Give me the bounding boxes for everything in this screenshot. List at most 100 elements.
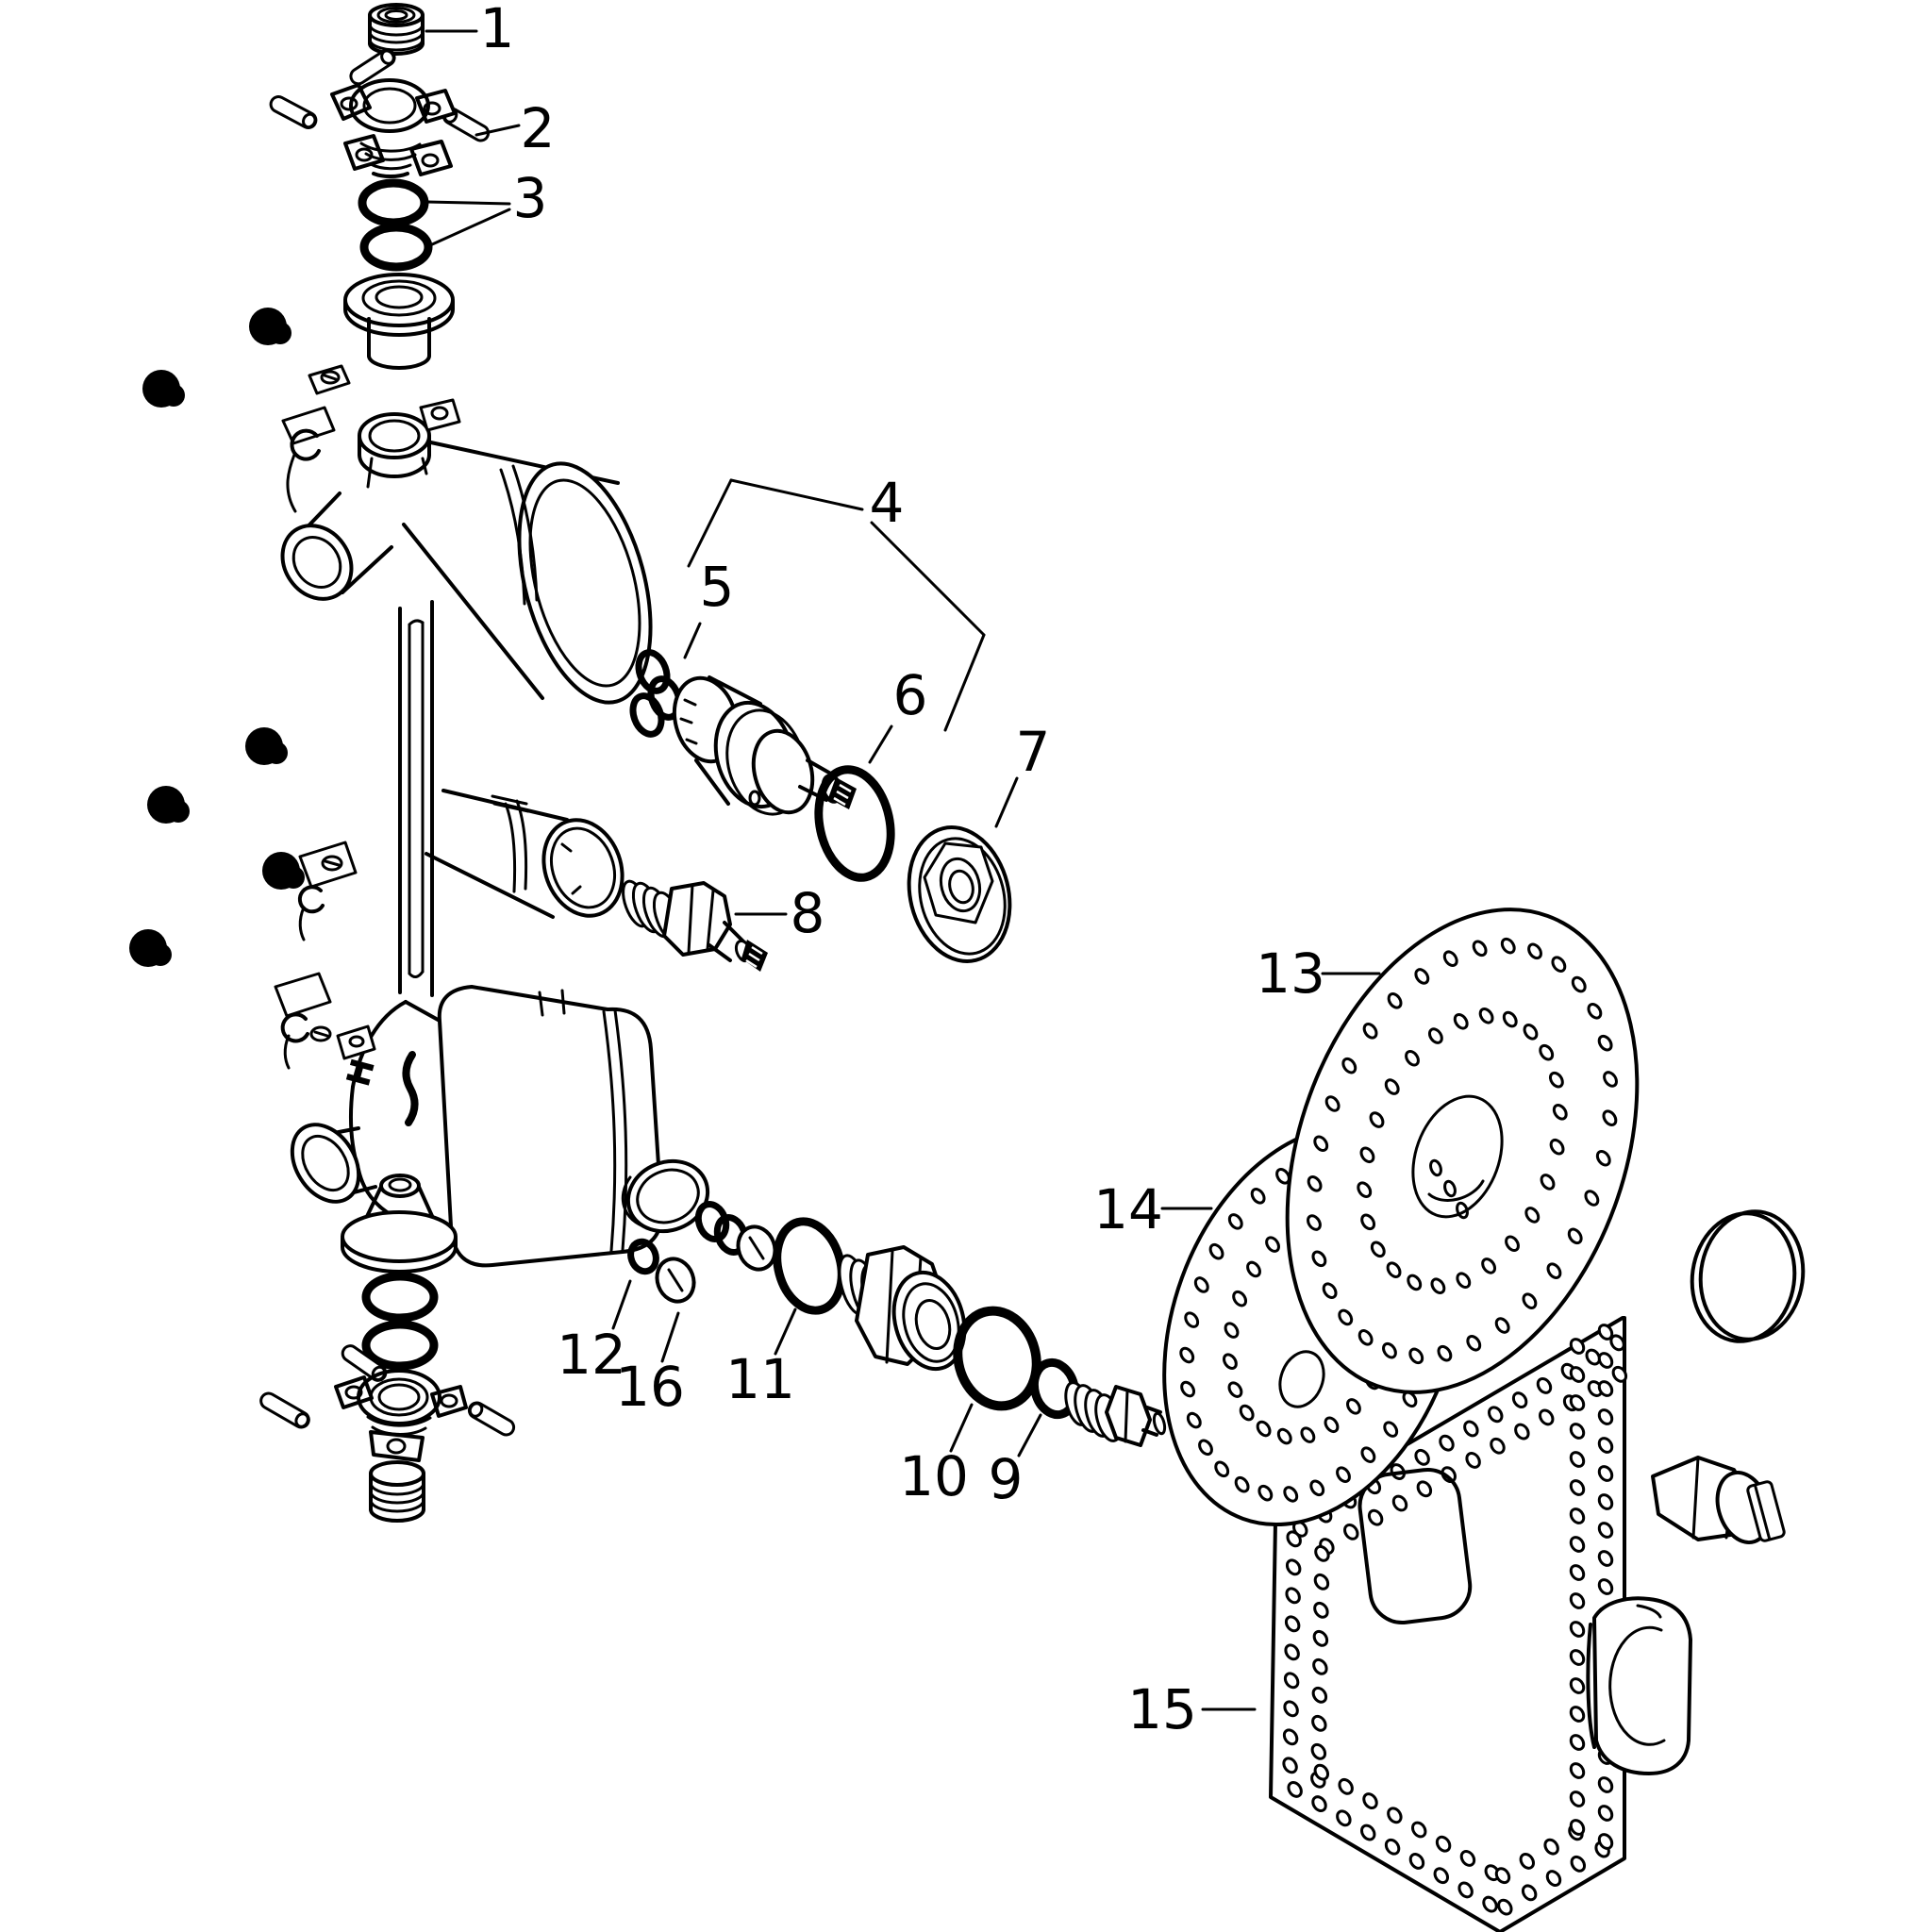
spray-hole-icon [1208, 1242, 1224, 1260]
plate-hole-icon [1569, 1507, 1586, 1524]
part-handle-knob [1651, 1456, 1786, 1545]
plate-hole-icon [1284, 1643, 1300, 1661]
plate-hole-icon [1384, 1838, 1401, 1856]
plate-hole-icon [1569, 1819, 1586, 1836]
leader-line-2 [475, 124, 521, 137]
spray-hole-icon [1571, 975, 1587, 993]
valve-body-lower: H [274, 972, 664, 1268]
hot-side-marking: H [340, 1055, 383, 1091]
spray-hole-icon [1502, 1010, 1518, 1028]
plate-hole-icon [1597, 1805, 1614, 1822]
spray-hole-icon [1336, 1466, 1351, 1483]
spray-hole-icon [1523, 1024, 1539, 1041]
plate-hole-icon [1521, 1884, 1538, 1902]
spray-hole-icon [1307, 1214, 1322, 1231]
plate-hole-icon [1312, 1629, 1329, 1647]
mounting-dot-icon [162, 384, 185, 407]
callout-label-10-o-ring-large: 10 [899, 1444, 969, 1508]
plate-hole-icon [1609, 1334, 1625, 1352]
leader-line-9 [1017, 1413, 1042, 1457]
outlet-chain [621, 1158, 1167, 1447]
spray-hole-icon [1549, 1138, 1565, 1156]
plate-hole-icon [1282, 1728, 1299, 1746]
spray-hole-icon [1500, 937, 1516, 955]
spray-hole-icon [1527, 942, 1542, 960]
plate-hole-icon [1391, 1494, 1408, 1512]
plate-hole-icon [1511, 1391, 1528, 1409]
spray-hole-icon [1453, 1012, 1469, 1030]
spray-hole-icon [1456, 1272, 1472, 1290]
part-spray-disc-front [1285, 908, 1640, 1394]
callout-label-5-o-ring-set: 5 [700, 555, 735, 619]
plate-hole-icon [1408, 1853, 1425, 1870]
spray-hole-icon [1552, 1104, 1568, 1121]
spray-hole-icon [1283, 1486, 1299, 1503]
slotted-plug-icon [736, 1224, 777, 1272]
spray-hole-icon [1346, 1398, 1361, 1415]
plate-hole-icon [1597, 1380, 1614, 1397]
plate-hole-icon [1343, 1523, 1359, 1541]
leader-line-12 [611, 1279, 632, 1330]
spray-hole-icon [1276, 1427, 1292, 1445]
plate-hole-icon [1569, 1649, 1586, 1666]
plate-hole-icon [1597, 1324, 1614, 1341]
callout-label-11-o-ring-large: 11 [725, 1347, 795, 1411]
callout-label-2-retainer-cross-with-pins: 2 [521, 96, 556, 160]
plate-hole-icon [1311, 1714, 1327, 1732]
spray-hole-icon [1405, 1049, 1420, 1067]
pin-icon [349, 48, 396, 86]
c-clip-icon [280, 1012, 309, 1043]
plate-hole-icon [1313, 1763, 1330, 1781]
plate-hole-icon [1585, 1348, 1601, 1366]
callout-label-14-spray-disc-rear: 14 [1093, 1177, 1163, 1241]
plate-hole-icon [1287, 1780, 1303, 1798]
leader-line-11 [774, 1307, 797, 1356]
plate-hole-icon [1543, 1838, 1559, 1856]
leader-line-7 [994, 776, 1019, 828]
spray-hole-icon [1603, 1071, 1618, 1088]
spray-hole-icon [1597, 1034, 1613, 1052]
plate-center-hole [1357, 1468, 1473, 1624]
plate-hole-icon [1387, 1807, 1403, 1824]
plate-hole-icon [1439, 1434, 1455, 1452]
spray-hole-icon [1407, 1274, 1423, 1291]
callout-label-8-non-return-valve: 8 [791, 881, 825, 945]
plate-hole-icon [1597, 1408, 1614, 1425]
plate-hole-icon [1597, 1493, 1614, 1510]
plate-hole-icon [1536, 1377, 1553, 1394]
spray-hole-icon [1383, 1421, 1399, 1438]
spray-hole-icon [1437, 1344, 1453, 1362]
plate-hole-icon [1313, 1573, 1330, 1591]
plate-hole-icon [1569, 1706, 1586, 1723]
leader-line-4 [687, 478, 733, 568]
plate-hole-icon [1569, 1564, 1586, 1581]
spray-hole-icon [1362, 1023, 1378, 1040]
plate-hole-icon [1545, 1870, 1562, 1888]
spray-hole-icon [1551, 956, 1567, 973]
plate-hole-icon [1313, 1601, 1329, 1619]
callout-label-6-o-ring: 6 [893, 663, 928, 727]
plate-hole-icon [1597, 1465, 1614, 1482]
callout-label-1-screw-plug: 1 [480, 0, 515, 60]
plate-hole-icon [1338, 1777, 1354, 1795]
callout-label-9-o-ring-small: 9 [989, 1447, 1024, 1511]
part-screw-plug-top [368, 3, 425, 56]
spray-hole-icon [1359, 1146, 1375, 1164]
spray-hole-icon [1384, 1078, 1400, 1095]
spray-hole-icon [1466, 1335, 1482, 1352]
plate-hole-icon [1359, 1824, 1376, 1841]
spray-hole-icon [1232, 1290, 1248, 1307]
plate-hole-icon [1569, 1338, 1586, 1355]
plate-hole-icon [1569, 1536, 1586, 1553]
spray-hole-icon [1257, 1484, 1274, 1502]
spray-hole-icon [1370, 1241, 1386, 1258]
spray-hole-icon [1442, 950, 1458, 967]
plate-hole-icon [1569, 1734, 1586, 1751]
plate-hole-icon [1597, 1578, 1614, 1595]
spray-hole-icon [1239, 1404, 1255, 1422]
spline-tip-icon [741, 940, 768, 972]
plate-hole-icon [1459, 1850, 1476, 1867]
plate-hole-icon [1490, 1437, 1506, 1455]
